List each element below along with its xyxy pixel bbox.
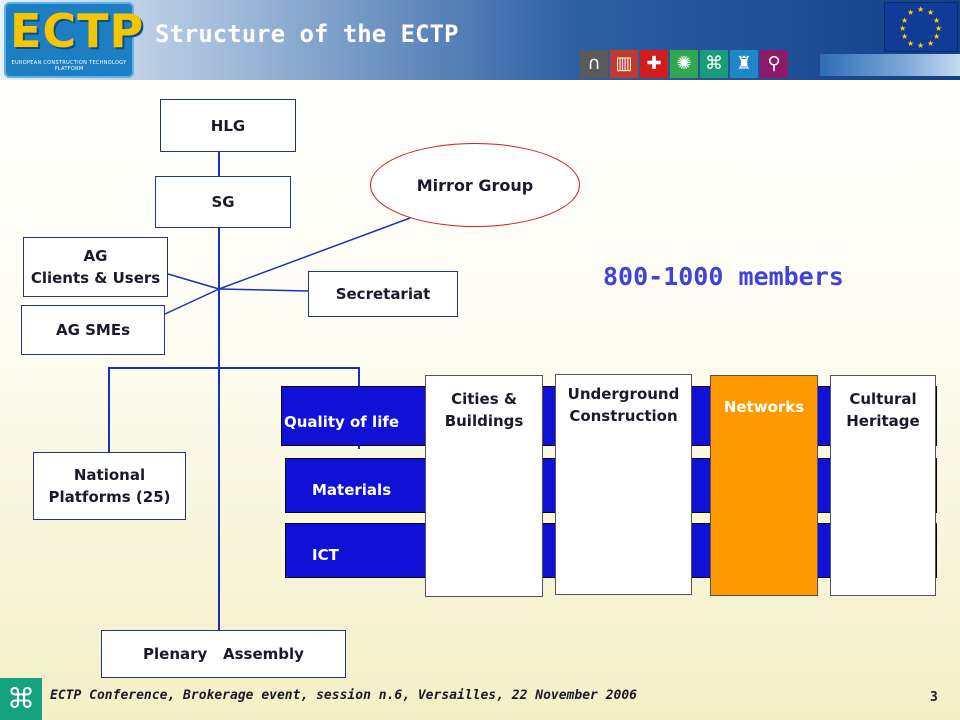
logo-subtitle: EUROPEAN CONSTRUCTION TECHNOLOGY PLATFOR…	[11, 60, 127, 72]
connector-horizontal-bar	[108, 367, 360, 369]
footer-knot-icon: ⌘	[0, 678, 42, 720]
band-label-quality-of-life: Quality of life	[284, 413, 400, 431]
column-label-line1: Cultural	[849, 390, 917, 408]
antenna-icon: ⚲	[760, 50, 788, 78]
column-cultural-heritage: Cultural Heritage	[830, 375, 936, 596]
column-underground-construction: Underground Construction	[555, 374, 692, 595]
sun-icon: ✺	[670, 50, 698, 78]
column-label-line2: Buildings	[444, 412, 524, 430]
sg-box: SG	[155, 176, 291, 228]
knot-icon: ⌘	[700, 50, 728, 78]
national-label-line2: Platforms (25)	[48, 488, 171, 506]
column-cities-buildings: Cities & Buildings	[425, 375, 543, 597]
band-label-ict: ICT	[312, 546, 339, 564]
secretariat-box: Secretariat	[308, 271, 458, 317]
column-label-line1: Cities &	[451, 390, 517, 408]
mirror-group-label: Mirror Group	[416, 175, 534, 195]
ag-clients-box: AG Clients & Users	[23, 237, 168, 297]
national-platforms-box: National Platforms (25)	[33, 452, 186, 520]
ectp-logo	[4, 2, 134, 78]
icon-strip: ∩ ▥ ✚ ✺ ⌘ ♜ ⚲	[580, 50, 820, 80]
footer-text: ECTP Conference, Brokerage event, sessio…	[50, 688, 637, 703]
decorative-strip	[820, 54, 960, 76]
hlg-label: HLG	[210, 116, 246, 135]
ag-clients-label-line2: Clients & Users	[30, 269, 161, 287]
national-label-line1: National	[73, 466, 146, 484]
secretariat-label: Secretariat	[335, 285, 431, 303]
column-label-line2: Construction	[569, 407, 678, 425]
column-label-line2: Heritage	[846, 412, 920, 430]
tunnel-icon: ∩	[580, 50, 608, 78]
mirror-group-ellipse: Mirror Group	[370, 143, 580, 227]
ag-clients-label-line1: AG	[83, 247, 108, 265]
page-number: 3	[930, 690, 938, 705]
page-title: Structure of the ECTP	[155, 20, 459, 48]
header-banner	[0, 0, 960, 80]
tower-icon: ♜	[730, 50, 758, 78]
plenary-assembly-box: Plenary Assembly	[101, 630, 346, 678]
connector-hlg-sg	[218, 152, 220, 176]
eu-flag-icon: ★ ★ ★ ★ ★ ★ ★ ★ ★ ★ ★ ★	[884, 2, 958, 52]
ag-smes-label: AG SMEs	[55, 321, 131, 339]
logo-text: ECTP	[10, 4, 145, 58]
column-networks: Networks	[710, 375, 818, 596]
plenary-label: Plenary Assembly	[143, 645, 304, 663]
members-count: 800-1000 members	[603, 262, 844, 291]
connector-national	[108, 367, 110, 453]
hlg-box: HLG	[160, 99, 296, 152]
buildings-icon: ▥	[610, 50, 638, 78]
column-label-line1: Networks	[723, 398, 805, 416]
connector-main-vertical	[218, 228, 220, 630]
ag-smes-box: AG SMEs	[21, 305, 165, 355]
column-label-line1: Underground	[567, 385, 680, 403]
band-label-materials: Materials	[312, 481, 392, 499]
sg-label: SG	[211, 193, 235, 211]
cross-icon: ✚	[640, 50, 668, 78]
